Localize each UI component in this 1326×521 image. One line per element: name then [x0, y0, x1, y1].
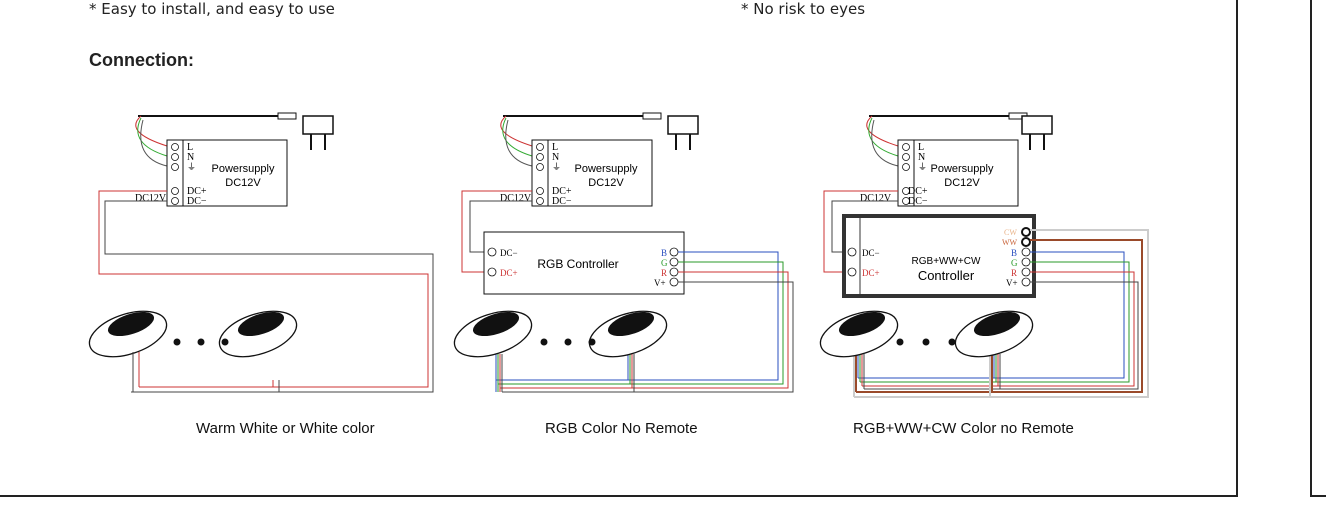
terminal-dc-minus: DC− [552, 196, 572, 207]
ctrl-input-dc-plus: DC+ [500, 268, 518, 278]
ctrl-out-cw: CW [1004, 228, 1017, 237]
frame-border-bottom [0, 495, 1238, 497]
diagram-white-svg: L N ⏚ DC+ DC− Powersupply DC12V DC12V [88, 112, 434, 393]
ctrl-out-g: G [661, 258, 668, 268]
mains-plug-icon [302, 115, 334, 135]
ctrl-out-r: R [661, 268, 667, 278]
terminal-dc-plus: DC+ [908, 186, 928, 197]
terminal-dc-plus: DC+ [552, 186, 572, 197]
ctrl-out-b: B [1011, 248, 1017, 258]
psu-label: Powersupply [212, 163, 275, 175]
psu-label: Powersupply [575, 163, 638, 175]
controller-label: RGB Controller [537, 257, 618, 271]
pool-light-1 [819, 310, 899, 358]
pool-light-2 [588, 310, 668, 358]
caption-white: Warm White or White color [196, 420, 375, 437]
psu-label: Powersupply [931, 163, 994, 175]
diagram-rgbww-svg: L N ⏚ DC+ DC− Powersupply DC12V DC12V DC… [819, 112, 1149, 398]
feature-no-eye-risk: * No risk to eyes [741, 0, 866, 18]
pool-light-2 [954, 310, 1034, 358]
terminal-ground: ⏚ [552, 162, 561, 172]
ctrl-out-vplus: V+ [654, 278, 666, 288]
cable-sleeve [277, 112, 297, 120]
psu-voltage: DC12V [944, 177, 980, 189]
mains-plug-icon [1021, 115, 1053, 135]
ctrl-out-b: B [661, 248, 667, 258]
terminal-ground: ⏚ [918, 162, 927, 172]
diagram-rgb-svg: L N ⏚ DC+ DC− Powersupply DC12V DC12V DC… [453, 112, 794, 393]
connection-heading: Connection: [89, 50, 194, 70]
dc-label: DC12V [500, 193, 532, 204]
pool-light-2 [218, 310, 298, 358]
ctrl-input-dc-minus: DC− [500, 248, 518, 258]
dc-label: DC12V [860, 193, 892, 204]
wiring-diagram-rgb: L N ⏚ DC+ DC− Powersupply DC12V DC12V DC… [448, 92, 803, 402]
ctrl-out-g: G [1011, 258, 1018, 268]
psu-voltage: DC12V [225, 177, 261, 189]
ctrl-input-dc-minus: DC− [862, 248, 880, 258]
terminal-l: L [552, 142, 558, 153]
caption-rgb: RGB Color No Remote [545, 420, 698, 437]
adjacent-frame-bottom [1310, 495, 1326, 497]
adjacent-frame-border [1310, 0, 1312, 497]
pool-light-1 [453, 310, 533, 358]
ctrl-input-dc-plus: DC+ [862, 268, 880, 278]
rgb-controller [483, 231, 685, 295]
wiring-diagram-white: L N ⏚ DC+ DC− Powersupply DC12V DC12V [83, 92, 438, 402]
terminal-l: L [918, 142, 924, 153]
controller-label-1: RGB+WW+CW [912, 256, 981, 267]
pool-light-1 [88, 310, 168, 358]
wiring-diagram-rgbww: L N ⏚ DC+ DC− Powersupply DC12V DC12V DC… [814, 92, 1169, 402]
psu-voltage: DC12V [588, 177, 624, 189]
terminal-l: L [187, 142, 193, 153]
terminal-dc-minus: DC− [908, 196, 928, 207]
terminal-n: N [552, 152, 559, 163]
controller-label-2: Controller [918, 268, 975, 283]
caption-rgbww: RGB+WW+CW Color no Remote [853, 420, 1074, 437]
feature-easy-install: * Easy to install, and easy to use [89, 0, 335, 18]
rgbww-controller [842, 214, 1036, 298]
terminal-n: N [918, 152, 925, 163]
terminal-dc-plus: DC+ [187, 186, 207, 197]
terminal-dc-minus: DC− [187, 196, 207, 207]
terminal-n: N [187, 152, 194, 163]
ctrl-out-r: R [1011, 268, 1017, 278]
terminal-ground: ⏚ [187, 162, 196, 172]
ctrl-out-ww: WW [1002, 238, 1018, 247]
dc-label: DC12V [135, 193, 167, 204]
frame-border-right [1236, 0, 1238, 497]
cable-sleeve [642, 112, 662, 120]
ctrl-out-vplus: V+ [1006, 278, 1018, 288]
mains-plug-icon [667, 115, 699, 135]
